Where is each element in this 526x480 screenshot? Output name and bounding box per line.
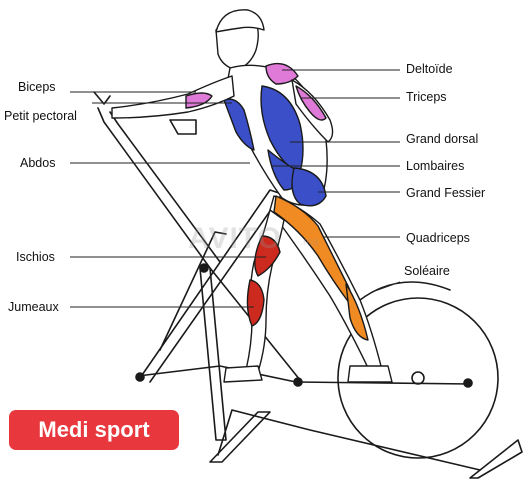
muscle-triceps xyxy=(295,85,327,121)
leader-soleaire xyxy=(371,281,401,293)
muscle-jumeaux xyxy=(246,279,265,327)
label-grand-fessier: Grand Fessier xyxy=(406,186,486,200)
label-deltoide: Deltoïde xyxy=(406,62,453,76)
pedal-rail-left xyxy=(137,365,297,383)
label-triceps: Triceps xyxy=(406,90,447,104)
label-biceps: Biceps xyxy=(18,80,56,94)
hair xyxy=(215,9,265,33)
muscle-quadriceps-lower xyxy=(345,283,369,341)
label-soleaire: Soléaire xyxy=(404,264,450,278)
front-strut xyxy=(139,189,283,383)
label-lombaires: Lombaires xyxy=(406,159,465,173)
label-abdos: Abdos xyxy=(20,156,56,170)
front-post xyxy=(199,267,227,441)
foot-rear xyxy=(347,365,393,383)
pivot-front xyxy=(199,263,209,273)
flywheel-cover xyxy=(359,281,451,301)
base-frame xyxy=(209,411,271,463)
handle-grip xyxy=(93,91,111,105)
pedal-rail-right xyxy=(295,381,471,385)
muscle-ischios xyxy=(254,235,281,277)
pivot-wheel xyxy=(463,378,473,388)
flywheel xyxy=(337,297,499,459)
label-grand-dorsal: Grand dorsal xyxy=(406,132,479,146)
pivot-left xyxy=(135,372,145,382)
watermark-logo: AVITO xyxy=(188,222,282,255)
rear-foot xyxy=(469,439,523,479)
pivot-rear xyxy=(293,377,303,387)
muscle-grand-fessier xyxy=(291,167,327,207)
muscle-deltoide xyxy=(265,62,299,85)
muscle-abdos xyxy=(223,98,255,151)
foot-front xyxy=(223,365,263,383)
label-petit-pectoral: Petit pectoral xyxy=(4,109,77,123)
medi-sport-badge: Medi sport xyxy=(9,410,179,450)
label-jumeaux: Jumeaux xyxy=(8,300,59,314)
watermark-suffix: .ma xyxy=(300,236,319,248)
cross-strut xyxy=(159,231,227,351)
arm-left xyxy=(111,75,235,119)
label-quadriceps: Quadriceps xyxy=(406,231,470,245)
label-ischios: Ischios xyxy=(16,250,55,264)
console-bracket xyxy=(169,119,197,135)
muscle-biceps xyxy=(185,92,213,109)
